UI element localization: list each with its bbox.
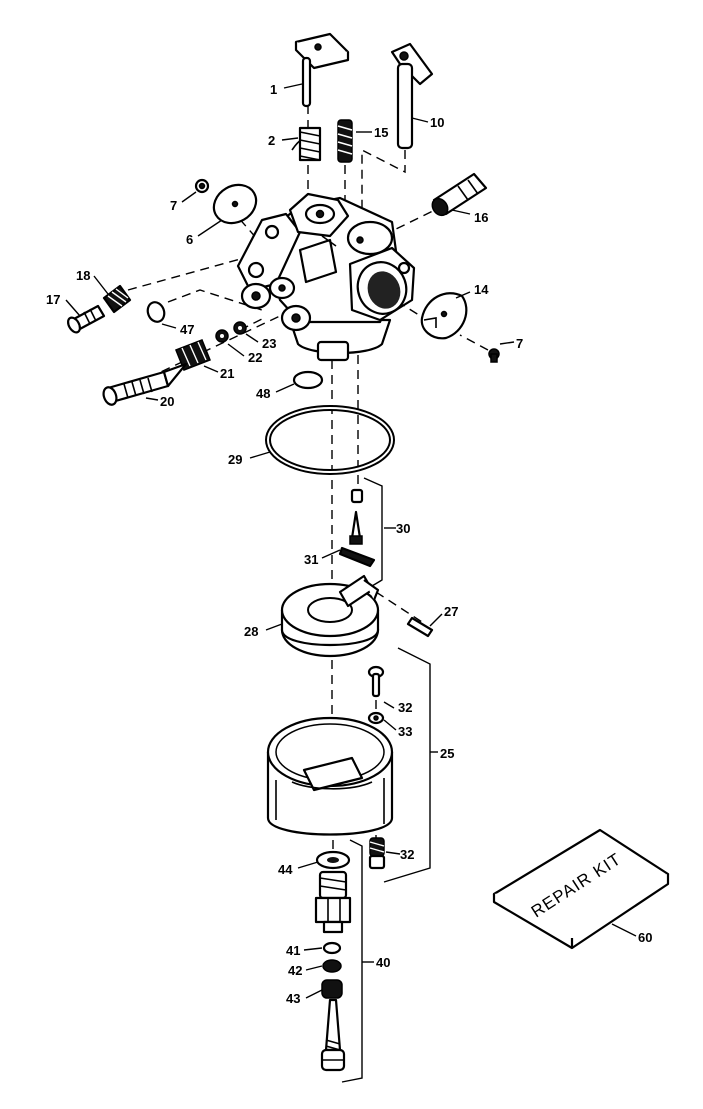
part-29-gasket	[265, 405, 395, 475]
part-18-spring	[102, 284, 132, 314]
label-part-32b: 32	[400, 847, 414, 862]
label-part-48: 48	[256, 386, 270, 401]
part-2-spring	[291, 126, 322, 162]
label-part-47: 47	[180, 322, 194, 337]
part-32-spring-bottom	[368, 837, 386, 870]
label-part-40: 40	[376, 955, 390, 970]
part-32-33-bolt-washer	[367, 665, 385, 725]
carburetor-body	[236, 192, 416, 362]
part-16-fuel-inlet	[431, 172, 488, 217]
part-22-23-washers	[215, 321, 247, 343]
part-27-float-pin	[406, 616, 434, 638]
part-15-coil-spring	[337, 119, 353, 163]
label-part-7a: 7	[170, 198, 177, 213]
float-bowl	[266, 716, 394, 836]
part-47-welch-plug	[146, 301, 166, 323]
label-part-20: 20	[160, 394, 174, 409]
part-28-float	[280, 574, 380, 658]
part-7-screw-right	[488, 348, 500, 363]
label-part-10: 10	[430, 115, 444, 130]
label-part-7b: 7	[516, 336, 523, 351]
label-part-32a: 32	[398, 700, 412, 715]
part-17-idle-screw	[67, 304, 106, 334]
part-6-throttle-plate	[212, 183, 258, 225]
label-part-41: 41	[286, 943, 300, 958]
label-part-33: 33	[398, 724, 412, 739]
label-part-27: 27	[444, 604, 458, 619]
label-part-43: 43	[286, 991, 300, 1006]
label-part-17: 17	[46, 292, 60, 307]
label-part-21: 21	[220, 366, 234, 381]
part-30-needle-seat	[349, 488, 364, 545]
label-part-22: 22	[248, 350, 262, 365]
main-jet-screw	[320, 998, 346, 1072]
part-31-clip	[338, 546, 376, 568]
label-part-18: 18	[76, 268, 90, 283]
part-14-choke-plate	[420, 292, 468, 340]
part-1-throttle-lever	[294, 32, 350, 108]
label-part-16: 16	[474, 210, 488, 225]
part-41-42-43-washers	[321, 941, 343, 999]
part-40-bowl-nut	[314, 870, 352, 934]
label-part-1: 1	[270, 82, 277, 97]
label-part-60: 60	[638, 930, 652, 945]
label-part-14: 14	[474, 282, 489, 297]
label-part-30: 30	[396, 521, 410, 536]
label-part-44: 44	[278, 862, 293, 877]
label-part-28: 28	[244, 624, 258, 639]
part-20-main-needle	[102, 362, 188, 406]
label-part-31: 31	[304, 552, 318, 567]
part-48-disk	[292, 370, 324, 390]
label-part-29: 29	[228, 452, 242, 467]
part-labels: 1 2 15 10 7 6 16 18 14 17 47 23 7 22 21 …	[46, 82, 652, 1006]
part-44-washer	[315, 850, 351, 870]
leader-lines	[65, 83, 637, 999]
label-part-23: 23	[262, 336, 276, 351]
label-part-25: 25	[440, 746, 454, 761]
label-part-15: 15	[374, 125, 388, 140]
part-7-screw-top	[194, 178, 210, 194]
label-part-2: 2	[268, 133, 275, 148]
part-10-choke-shaft	[390, 42, 434, 150]
part-21-spring	[175, 339, 211, 371]
label-part-6: 6	[186, 232, 193, 247]
label-part-42: 42	[288, 963, 302, 978]
